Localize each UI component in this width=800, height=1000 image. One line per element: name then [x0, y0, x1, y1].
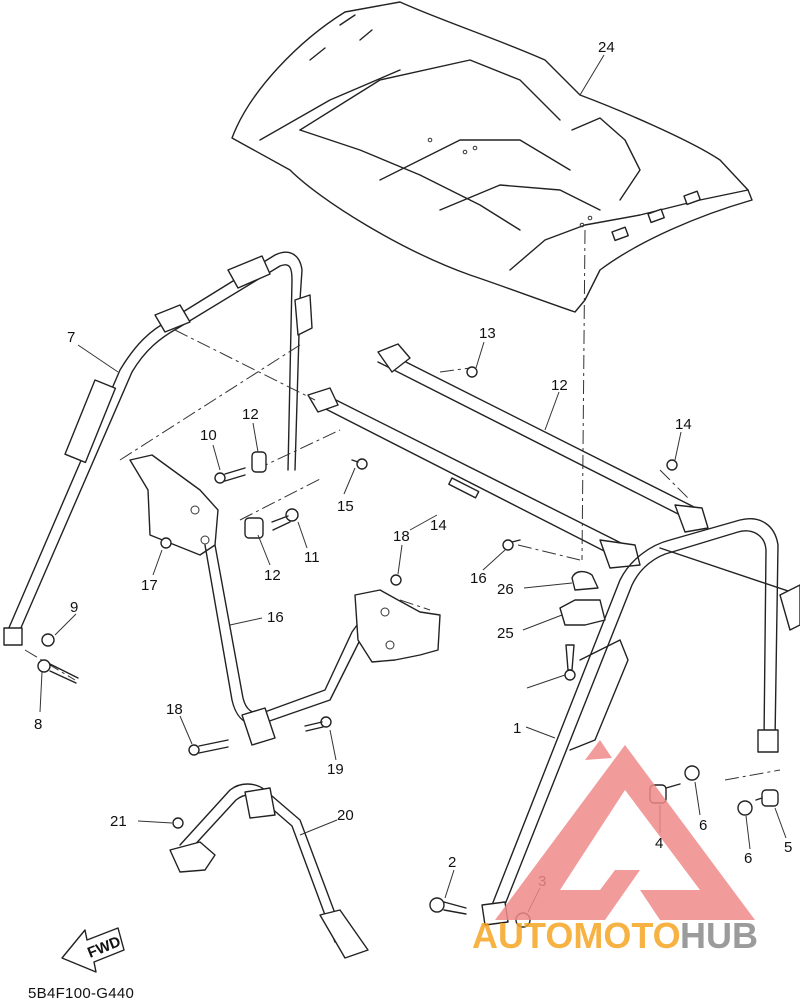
bolt-10 [214, 467, 246, 484]
callout-5: 5 [784, 839, 792, 856]
bolt-14-lower [666, 459, 678, 471]
callout-23: 24 [598, 39, 615, 56]
fwd-arrow: FWD [61, 927, 125, 973]
reference-code: 5B4F100-G440 [28, 985, 134, 1000]
roll-bar-right [481, 518, 800, 926]
collar-12-upper [251, 451, 267, 473]
callout-6-upper: 6 [699, 817, 707, 834]
callout-21: 20 [337, 807, 354, 824]
washer-9 [41, 633, 55, 647]
watermark-word-hub: HUB [680, 915, 758, 956]
callout-labels: 24 7 13 12 14 10 12 15 14 11 12 18 17 16… [34, 39, 792, 890]
cross-bar-15 [307, 387, 641, 569]
callout-6-lower: 6 [744, 850, 752, 867]
callout-2: 2 [448, 854, 456, 871]
callout-24: 25 [497, 625, 514, 642]
bolt-19 [188, 739, 229, 756]
watermark-triangle-icon [495, 740, 755, 920]
assembly-guides [24, 229, 781, 781]
callout-25: 26 [497, 581, 514, 598]
callout-11: 11 [304, 549, 320, 566]
bolt-14-upper [466, 366, 478, 378]
watermark-word-automoto: AUTOMOTO [472, 915, 681, 956]
bolt-20 [304, 716, 332, 732]
callout-15: 14 [430, 517, 447, 534]
bracket-left-18 [129, 454, 219, 556]
collar-12-lower [244, 517, 264, 539]
watermark-logo: AUTOMOTO HUB [472, 740, 758, 956]
callout-19: 18 [166, 701, 183, 718]
callout-14-upper: 13 [479, 325, 496, 342]
clamp-25 [571, 570, 599, 591]
callout-14-lower: 14 [675, 416, 692, 433]
callout-7: 7 [67, 329, 75, 346]
callout-4: 4 [655, 835, 663, 852]
callout-18-left: 17 [141, 577, 158, 594]
bolt-16-lower [502, 539, 521, 551]
callout-8: 8 [34, 716, 42, 733]
washer-6-lower [737, 800, 753, 816]
roof-panel [231, 1, 753, 313]
callout-17: 16 [267, 609, 284, 626]
bolt-11 [271, 508, 299, 531]
roll-bar-left [3, 251, 313, 646]
front-lower-bar-21 [169, 783, 369, 959]
screw-26 [564, 644, 576, 681]
cross-bar-13 [377, 343, 709, 533]
callout-22: 21 [110, 813, 127, 830]
callout-16-lower: 16 [470, 570, 487, 587]
callout-12-lower: 12 [264, 567, 281, 584]
callout-9: 9 [70, 599, 78, 616]
callout-10: 10 [200, 427, 217, 444]
callout-1: 1 [513, 720, 521, 737]
callout-20: 19 [327, 761, 344, 778]
bolt-8 [37, 659, 79, 684]
washer-6-upper [684, 765, 700, 781]
front-bar-17 [204, 544, 441, 746]
callout-16-upper: 15 [337, 498, 354, 515]
bolt-2 [429, 897, 467, 915]
callout-18-right: 18 [393, 528, 410, 545]
bolt-18-left [160, 537, 172, 549]
callout-13: 12 [551, 377, 568, 394]
callout-12-upper: 12 [242, 406, 259, 423]
bolt-18-right [390, 574, 402, 586]
bolt-5 [755, 789, 779, 807]
clamp-24 [559, 599, 606, 626]
bolt-16-upper [351, 458, 368, 470]
bolt-22 [172, 817, 184, 829]
